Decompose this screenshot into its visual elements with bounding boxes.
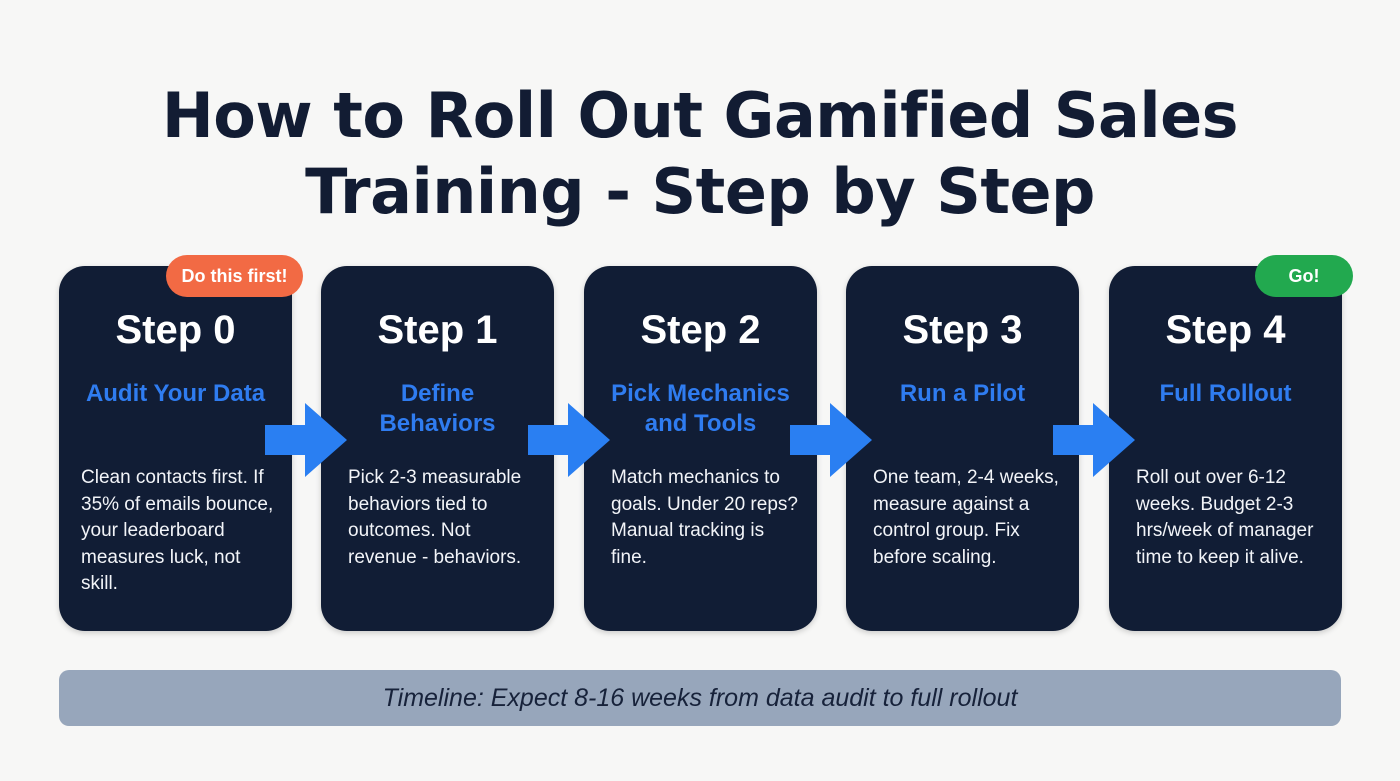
step-title: Step 1 (377, 308, 498, 352)
badge-go: Go! (1255, 255, 1353, 297)
badge-do-this-first: Do this first! (166, 255, 303, 297)
step-title: Step 2 (640, 308, 761, 352)
title-line-1: How to Roll Out Gamified Sales (161, 79, 1239, 152)
step-title: Step 3 (902, 308, 1023, 352)
step-card-4: Step 4 Full Rollout Roll out over 6-12 w… (1109, 266, 1342, 631)
step-description: Clean contacts first. If 35% of emails b… (81, 467, 274, 594)
step-title: Step 4 (1165, 308, 1286, 352)
step-subtitle: Full Rollout (1159, 380, 1292, 407)
timeline-bar: Timeline: Expect 8-16 weeks from data au… (59, 670, 1341, 726)
step-description: Match mechanics to goals. Under 20 reps?… (611, 467, 798, 568)
step-card-2: Step 2 Pick Mechanics and Tools Match me… (584, 266, 817, 631)
step-card-3: Step 3 Run a Pilot One team, 2-4 weeks, … (846, 266, 1079, 631)
page-title: How to Roll Out Gamified Sales Training … (0, 78, 1400, 230)
title-line-2: Training - Step by Step (305, 155, 1095, 228)
timeline-text: Timeline: Expect 8-16 weeks from data au… (382, 684, 1018, 712)
step-title: Step 0 (115, 308, 236, 352)
step-description: One team, 2-4 weeks, measure against a c… (873, 467, 1059, 568)
step-subtitle: Run a Pilot (899, 380, 1026, 407)
step-description: Pick 2-3 measurable behaviors tied to ou… (348, 467, 522, 568)
step-card-1: Step 1 Define Behaviors Pick 2-3 measura… (321, 266, 554, 631)
arrow-right-icon (528, 403, 610, 477)
step-card-0: Step 0 Audit Your Data Clean contacts fi… (59, 266, 292, 631)
step-subtitle: Pick Mechanics and Tools (611, 380, 790, 437)
arrow-right-icon (790, 403, 872, 477)
arrow-right-icon (1053, 403, 1135, 477)
step-subtitle: Audit Your Data (85, 380, 266, 407)
arrow-right-icon (265, 403, 347, 477)
step-subtitle: Define Behaviors (379, 380, 496, 437)
step-description: Roll out over 6-12 weeks. Budget 2-3 hrs… (1136, 467, 1314, 568)
